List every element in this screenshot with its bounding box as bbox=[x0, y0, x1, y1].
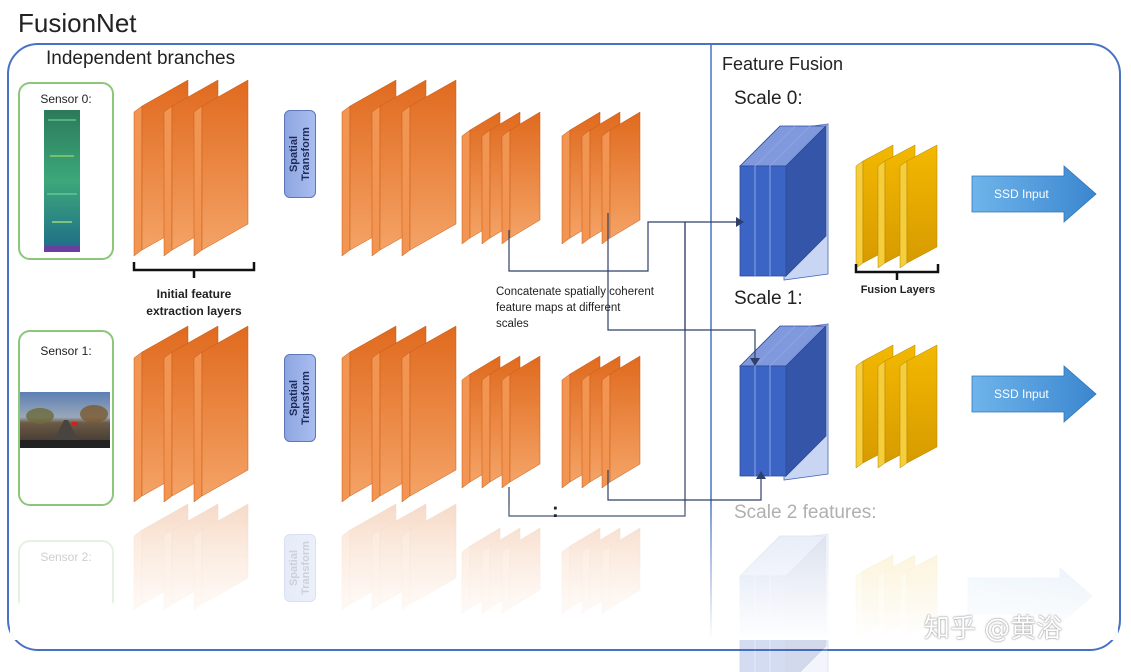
initial-layers-brace bbox=[132, 262, 256, 278]
ssd-input-arrow-0 bbox=[971, 165, 1097, 223]
conv-stage2-row0 bbox=[461, 111, 541, 245]
page-title: FusionNet bbox=[18, 8, 137, 38]
concat-label: Concatenate spatially coherent feature m… bbox=[496, 286, 654, 330]
fade-overlay bbox=[10, 500, 1118, 640]
fusion-layers-scale0 bbox=[855, 144, 938, 269]
spatial-transform-0-label: Spatial Transform bbox=[288, 127, 312, 181]
fusion-layers-label: Fusion Layers bbox=[860, 284, 936, 296]
sensor-1-label: Sensor 1: bbox=[40, 344, 92, 358]
conv-stage1-row1 bbox=[341, 325, 457, 503]
ssd-input-0-label: SSD Input bbox=[994, 187, 1049, 201]
main-frame bbox=[7, 43, 1121, 651]
fused-features-scale0 bbox=[739, 123, 829, 281]
scale-1-label: Scale 1: bbox=[734, 288, 803, 309]
connector-arrowheads bbox=[736, 217, 766, 479]
spatial-transform-2-label: Spatial Transform bbox=[288, 541, 312, 595]
sensor-1-panel: Sensor 1: bbox=[18, 330, 114, 506]
fusion-layers-scale1 bbox=[855, 344, 938, 469]
independent-branches-title: Independent branches bbox=[46, 48, 236, 69]
conv-stage3-row0 bbox=[561, 111, 641, 245]
feature-fusion-title: Feature Fusion bbox=[722, 54, 844, 74]
ssd-input-arrow-1 bbox=[971, 365, 1097, 423]
ellipsis-mark: : bbox=[552, 500, 559, 522]
spatial-transform-1-label: Spatial Transform bbox=[288, 371, 312, 425]
conv-stage3-row1 bbox=[561, 355, 641, 489]
sensor-0-panel: Sensor 0: bbox=[18, 82, 114, 260]
initial-layers-row1 bbox=[133, 325, 249, 503]
scale-0-label: Scale 0: bbox=[734, 88, 803, 109]
watermark: 知乎 @黄浴 bbox=[924, 614, 1063, 644]
initial-layers-label: Initial feature extraction layers bbox=[146, 287, 242, 318]
spectrogram-image bbox=[44, 110, 80, 252]
road-camera-image bbox=[20, 392, 110, 448]
spatial-transform-0: Spatial Transform bbox=[284, 110, 316, 198]
conv-stage2-row1 bbox=[461, 355, 541, 489]
spatial-transform-1: Spatial Transform bbox=[284, 354, 316, 442]
sensor-2-panel: Sensor 2: bbox=[18, 540, 114, 604]
fused-features-scale1 bbox=[739, 323, 829, 481]
initial-layers-row0 bbox=[133, 79, 249, 257]
spatial-transform-2: Spatial Transform bbox=[284, 534, 316, 602]
fusion-layers-brace bbox=[854, 264, 940, 280]
sensor-0-label: Sensor 0: bbox=[40, 92, 92, 106]
ssd-input-1-label: SSD Input bbox=[994, 387, 1049, 401]
conv-stage1-row0 bbox=[341, 79, 457, 257]
sensor-2-label: Sensor 2: bbox=[40, 550, 92, 564]
scale-2-label: Scale 2 features: bbox=[734, 502, 877, 523]
